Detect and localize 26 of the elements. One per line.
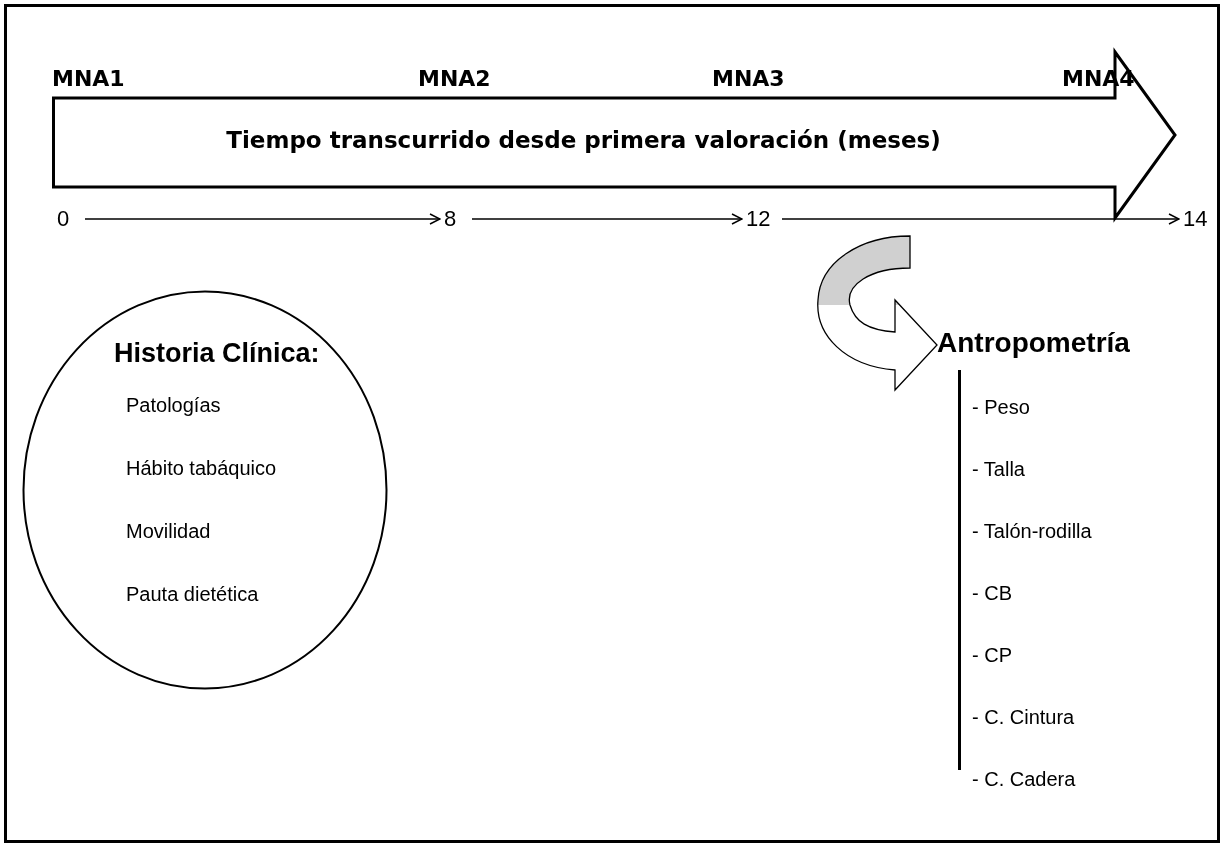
list-item: Patologías [126, 394, 221, 417]
timeline-title: Tiempo transcurrido desde primera valoración (meses) [225, 127, 942, 153]
timepoint-label: MNA2 [418, 66, 491, 91]
list-item: - Talla [972, 458, 1025, 481]
list-item: - CB [972, 582, 1012, 605]
list-item: - C. Cintura [972, 706, 1075, 729]
arrow [781, 213, 1180, 225]
arrow [84, 213, 441, 225]
curved-arrow [817, 235, 938, 391]
tick-value: 14 [1183, 206, 1208, 232]
topic-circle [22, 290, 388, 690]
tick-value: 12 [746, 206, 771, 232]
arrow [471, 213, 743, 225]
tick-value: 8 [444, 206, 457, 232]
circle-heading: Historia Clínica: [114, 338, 320, 369]
timepoint-label: MNA3 [712, 66, 785, 91]
list-item: - C. Cadera [972, 768, 1076, 791]
list-item: - Talón-rodilla [972, 520, 1092, 543]
list-item: - CP [972, 644, 1012, 667]
list-item: Hábito tabáquico [126, 457, 277, 480]
list-item: - Peso [972, 396, 1030, 419]
section-heading: Antropometría [937, 327, 1130, 359]
list-item: Pauta dietética [126, 583, 259, 606]
tick-value: 0 [57, 206, 70, 232]
list-item: Movilidad [126, 520, 211, 543]
timepoint-label: MNA1 [52, 66, 125, 91]
